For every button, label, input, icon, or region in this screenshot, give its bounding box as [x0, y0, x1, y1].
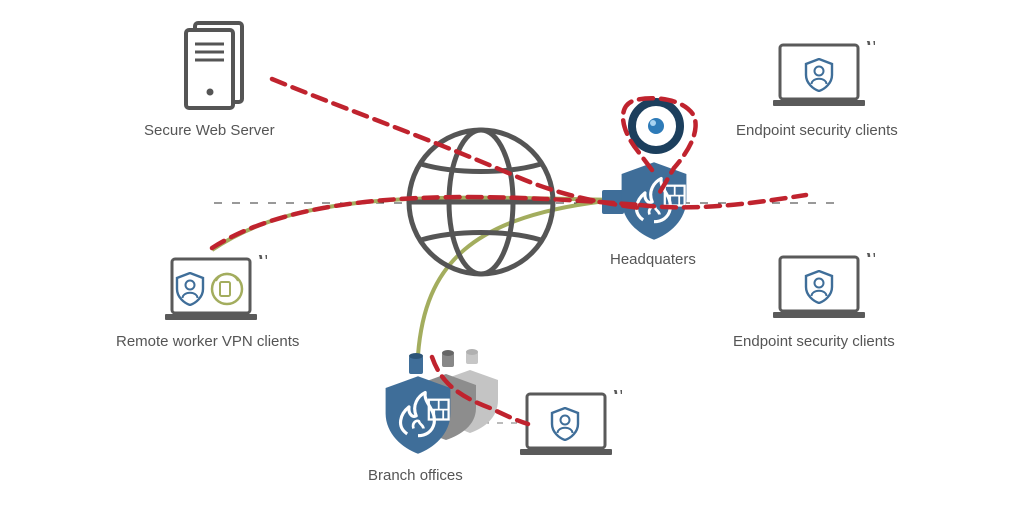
branch-offices-label: Branch offices [368, 467, 463, 484]
laptop-shield-icon [771, 253, 875, 320]
remote-vpn-label: Remote worker VPN clients [116, 333, 300, 350]
headquarters-label: Headquaters [610, 251, 696, 268]
branch-firewall-icon [383, 349, 498, 456]
laptop-shield-icon [518, 390, 622, 457]
vpn-badge-icon [210, 272, 244, 306]
web-server-label: Secure Web Server [144, 122, 275, 139]
endpoint-right-label: Endpoint security clients [733, 333, 895, 350]
ring-endpoint-icon [628, 98, 684, 154]
threat-path [209, 76, 809, 427]
globe-icon [406, 127, 556, 277]
laptop-vpn-icon [163, 255, 267, 322]
endpoint-top-label: Endpoint security clients [736, 122, 898, 139]
server-icon [184, 21, 244, 110]
laptop-shield-icon [771, 41, 875, 108]
firewall-shield-icon [602, 160, 689, 242]
